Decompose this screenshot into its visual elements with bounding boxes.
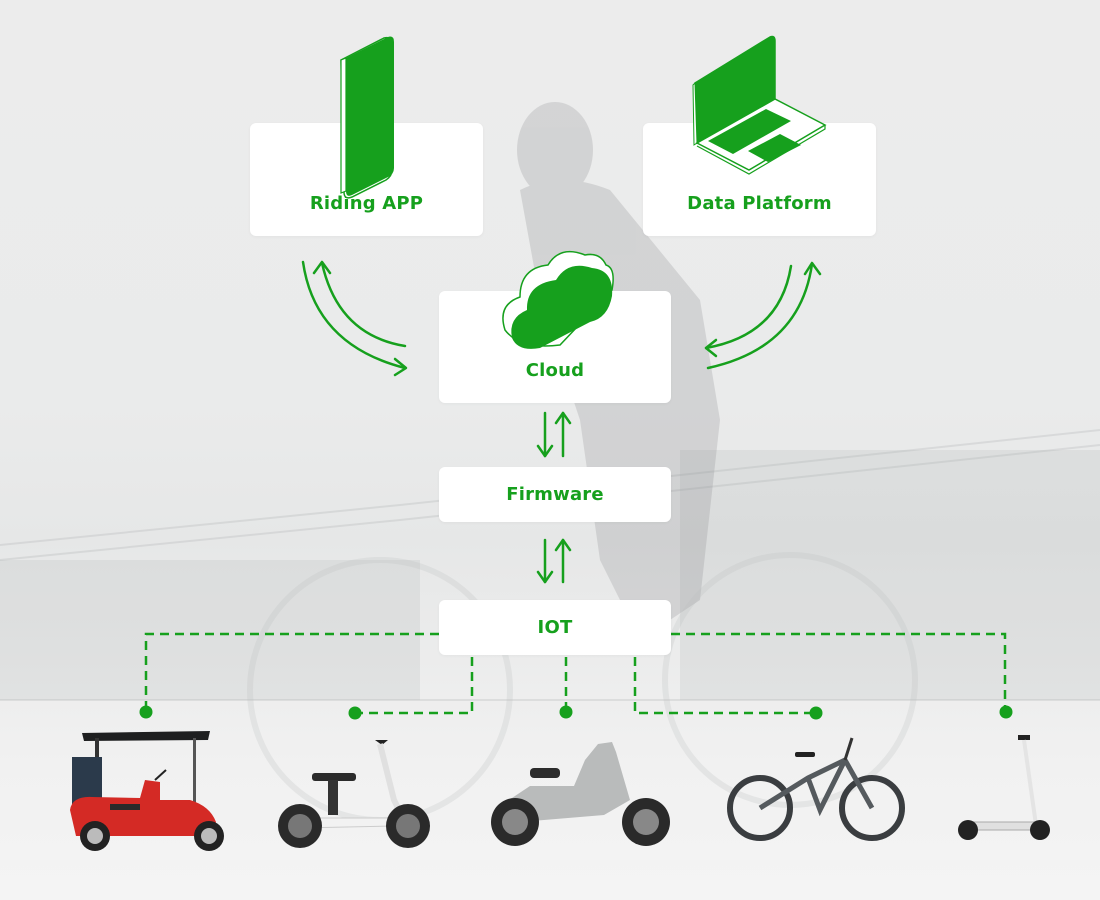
dash-to-ebike: [633, 657, 810, 715]
laptop-icon: [692, 35, 827, 175]
arrow-cloud-to-platform: [706, 262, 814, 370]
node-dot-moped: [559, 705, 573, 719]
data-platform-label: Data Platform: [687, 193, 832, 214]
arrow-app-to-cloud: [301, 260, 407, 370]
dash-to-golf-cart: [144, 632, 439, 708]
kick-scooter: [958, 735, 1050, 840]
dash-to-kick-scooter: [671, 632, 1007, 708]
riding-app-label: Riding APP: [309, 193, 424, 214]
node-dot-golf-cart: [139, 705, 153, 719]
seated-electric-scooter: [278, 740, 430, 848]
arrow-cloud-to-app: [320, 261, 407, 348]
node-dot-kick-scooter: [999, 705, 1013, 719]
electric-bike: [727, 737, 905, 841]
iot-label: IOT: [537, 617, 573, 638]
cloud-label: Cloud: [525, 360, 585, 381]
dash-to-scooter: [360, 657, 474, 715]
node-dot-scooter: [348, 706, 362, 720]
firmware-label: Firmware: [506, 484, 604, 505]
arrow-platform-to-cloud: [704, 264, 793, 350]
firmware-node: Firmware: [439, 467, 671, 522]
cloud-icon: [502, 250, 614, 349]
golf-cart: [70, 731, 224, 851]
node-dot-ebike: [809, 706, 823, 720]
iot-node: IOT: [439, 600, 671, 655]
smartphone-icon: [340, 36, 394, 199]
electric-moped: [491, 742, 670, 846]
